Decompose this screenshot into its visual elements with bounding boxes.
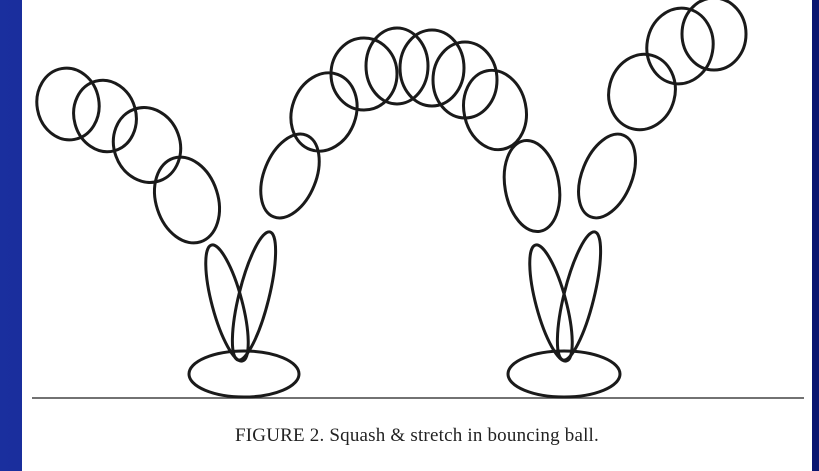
ball-frame <box>577 132 637 220</box>
ball-frame <box>555 230 603 362</box>
ball-frame <box>204 243 250 363</box>
ball-frame <box>35 66 101 142</box>
ball-frame <box>506 349 622 399</box>
ball-frame <box>72 78 138 154</box>
ball-frame <box>528 243 574 363</box>
ball-frame <box>111 106 183 184</box>
ball-frame <box>502 138 562 234</box>
bouncing-ball-illustration <box>32 0 804 399</box>
ball-frame <box>259 132 321 220</box>
ball-frame <box>230 230 278 362</box>
ball-frame <box>187 349 301 399</box>
figure-panel: FIGURE 2. Squash & stretch in bouncing b… <box>22 0 812 471</box>
ball-frame <box>462 68 528 152</box>
ball-frame <box>153 155 221 245</box>
ball-frame <box>398 28 466 108</box>
ball-frame <box>289 71 359 153</box>
ball-frame <box>645 6 715 86</box>
ball-frame <box>329 36 399 112</box>
ball-frame <box>607 52 677 132</box>
ball-frame <box>680 0 748 72</box>
ball-frame <box>364 26 430 106</box>
ball-frame <box>431 40 499 120</box>
figure-caption: FIGURE 2. Squash & stretch in bouncing b… <box>235 425 599 446</box>
